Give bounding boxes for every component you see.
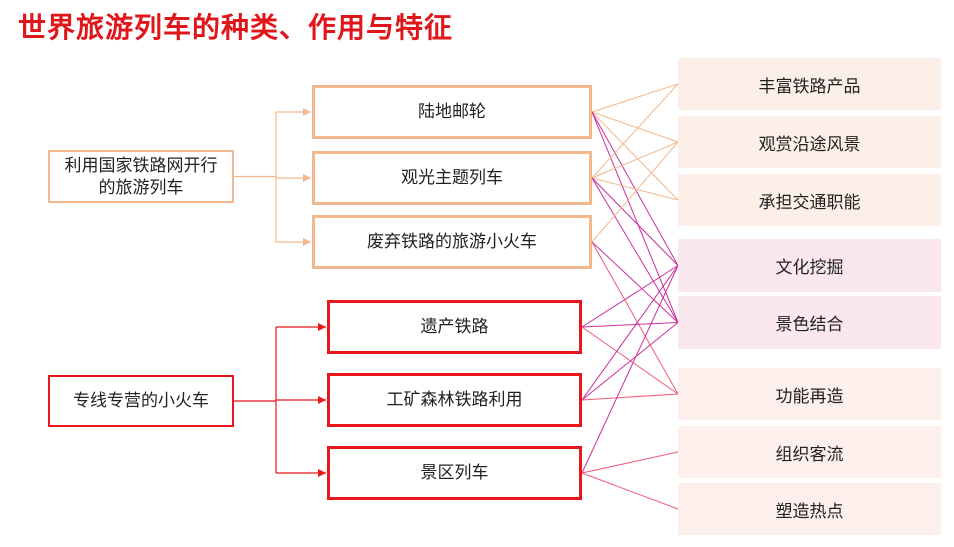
link-t3-f6 xyxy=(591,241,679,395)
link-t5-f6 xyxy=(581,393,679,401)
type-land-cruise: 陆地邮轮 xyxy=(312,85,592,139)
category-national-railway-line1: 利用国家铁路网开行 xyxy=(64,155,218,176)
bracket-dedicated-arrowhead xyxy=(318,396,326,404)
function-enrich-products-label: 丰富铁路产品 xyxy=(758,76,861,97)
function-scenery-combination-label: 景色结合 xyxy=(775,315,844,335)
link-t1-f2 xyxy=(591,111,679,143)
link-t6-f7 xyxy=(581,451,679,474)
function-culture-mining-label: 文化挖掘 xyxy=(775,258,844,278)
link-t4-f6 xyxy=(581,326,679,395)
type-industrial-forest-railway-label: 工矿森林铁路利用 xyxy=(386,390,523,410)
bracket-dedicated-arrowhead xyxy=(318,323,326,331)
type-heritage-railway-label: 遗产铁路 xyxy=(420,317,489,337)
type-abandoned-railway-train-label: 废弃铁路的旅游小火车 xyxy=(367,232,537,252)
function-organize-flow-label: 组织客流 xyxy=(775,444,844,465)
page-title: 世界旅游列车的种类、作用与特征 xyxy=(18,11,454,44)
link-t2-f3 xyxy=(591,177,679,201)
link-t6-f8 xyxy=(581,472,679,510)
type-abandoned-railway-train: 废弃铁路的旅游小火车 xyxy=(312,215,592,269)
link-t1-f1 xyxy=(591,83,679,113)
link-t6-f4 xyxy=(581,265,679,474)
category-national-railway-line2: 的旅游列车 xyxy=(98,177,184,198)
bracket-national-arrowhead xyxy=(303,238,311,246)
bracket-dedicated-arrowhead xyxy=(318,469,326,477)
function-create-hotspots: 塑造热点 xyxy=(678,483,941,535)
link-t1-f3 xyxy=(591,111,679,201)
link-t3-f2 xyxy=(591,141,679,243)
function-enrich-products: 丰富铁路产品 xyxy=(678,58,941,110)
category-national-railway: 利用国家铁路网开行 的旅游列车 xyxy=(48,150,234,203)
link-t2-f4 xyxy=(591,177,679,266)
category-dedicated-line-label: 专线专营的小火车 xyxy=(73,391,209,411)
function-scenery-combination: 景色结合 xyxy=(678,296,941,349)
function-transport-role: 承担交通职能 xyxy=(678,174,941,226)
function-organize-flow: 组织客流 xyxy=(678,426,941,478)
function-view-scenery-label: 观赏沿途风景 xyxy=(758,134,861,155)
function-view-scenery: 观赏沿途风景 xyxy=(678,116,941,168)
function-reconstruction-label: 功能再造 xyxy=(775,386,844,407)
link-t5-f5 xyxy=(581,322,679,401)
function-create-hotspots-label: 塑造热点 xyxy=(775,501,844,522)
link-t5-f4 xyxy=(581,265,679,401)
bracket-national-arrowhead xyxy=(303,108,311,116)
link-t4-f4 xyxy=(581,265,679,328)
type-scenic-area-train-label: 景区列车 xyxy=(420,463,489,483)
type-scenic-area-train: 景区列车 xyxy=(327,446,582,500)
bracket-national-arrowhead xyxy=(303,174,311,182)
link-t2-f2 xyxy=(591,141,679,179)
type-industrial-forest-railway: 工矿森林铁路利用 xyxy=(327,373,582,427)
category-dedicated-line: 专线专营的小火车 xyxy=(48,375,234,427)
link-t2-f5 xyxy=(591,177,679,323)
type-sightseeing-theme-train-label: 观光主题列车 xyxy=(401,168,503,188)
link-t4-f5 xyxy=(581,322,679,328)
type-land-cruise-label: 陆地邮轮 xyxy=(418,102,486,122)
function-reconstruction: 功能再造 xyxy=(678,368,941,420)
function-culture-mining: 文化挖掘 xyxy=(678,239,941,292)
type-heritage-railway: 遗产铁路 xyxy=(327,300,582,354)
type-sightseeing-theme-train: 观光主题列车 xyxy=(312,151,592,205)
link-t2-f1 xyxy=(591,83,679,179)
link-t3-f5 xyxy=(591,241,679,323)
link-t1-f5 xyxy=(591,111,679,323)
function-transport-role-label: 承担交通职能 xyxy=(758,192,861,213)
